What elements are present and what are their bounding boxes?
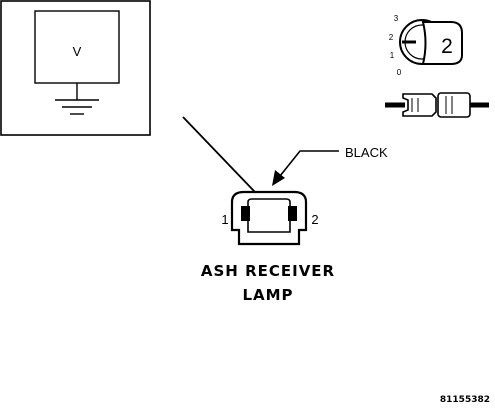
- callout-arrowhead-icon: [272, 170, 285, 186]
- connector-pin-1: [241, 206, 250, 221]
- ground-symbol-icon: [55, 83, 99, 115]
- ignition-key-icon: 2: [399, 19, 463, 65]
- ignition-position-3: 3: [394, 14, 399, 23]
- voltmeter-frame: [0, 0, 151, 136]
- ignition-key-number: 2: [441, 35, 453, 58]
- ignition-switch: 3 2 1 0 2: [385, 14, 489, 118]
- wire-color-callout: BLACK: [272, 145, 388, 186]
- voltmeter-panel: V: [0, 0, 151, 136]
- ignition-position-2: 2: [389, 33, 394, 42]
- connector-pin-2: [288, 206, 297, 221]
- ignition-position-1: 1: [390, 51, 395, 60]
- pin-2-label: 2: [311, 212, 318, 227]
- lamp-connector: 1 2: [221, 190, 319, 246]
- component-name-line-2: LAMP: [242, 286, 293, 304]
- voltmeter-symbol: V: [73, 44, 82, 59]
- component-name-line-1: ASH RECEIVER: [201, 262, 335, 280]
- figure-id: 81155382: [440, 395, 490, 405]
- pin-1-label: 1: [221, 212, 228, 227]
- connector-plug-icon: [385, 92, 489, 118]
- ignition-position-0: 0: [397, 68, 402, 77]
- wire-color-label: BLACK: [345, 145, 388, 160]
